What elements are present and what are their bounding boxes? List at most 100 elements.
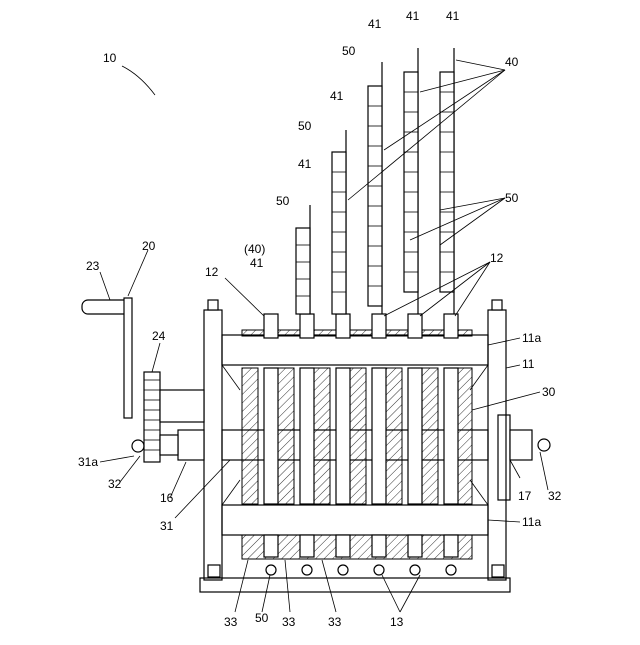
inner-cell-column xyxy=(372,368,386,504)
bracket-12 xyxy=(300,314,314,338)
leader-20 xyxy=(128,250,148,296)
leader-10 xyxy=(122,66,155,95)
bracket-12 xyxy=(444,314,458,338)
label-50-d: 50 xyxy=(505,191,519,205)
crank-handle-23 xyxy=(82,300,130,314)
label-11a-bottom: 11a xyxy=(522,515,541,529)
label-41-e: 41 xyxy=(406,9,420,23)
leader-50b xyxy=(410,198,505,240)
label-50-bottom: 50 xyxy=(255,611,269,625)
bottom-beam xyxy=(222,505,488,535)
label-12-right: 12 xyxy=(490,251,504,265)
top-beam xyxy=(222,335,488,365)
label-23: 23 xyxy=(86,259,100,273)
brace-tr xyxy=(470,365,488,390)
label-11: 11 xyxy=(522,357,535,371)
lower-holder xyxy=(444,535,458,557)
inner-cell-column xyxy=(300,368,314,504)
inner-cell-column xyxy=(336,368,350,504)
bracket-12 xyxy=(408,314,422,338)
crank-arm xyxy=(124,298,132,418)
leader-23 xyxy=(100,272,110,300)
label-13: 13 xyxy=(390,615,404,629)
gear-24 xyxy=(144,372,160,462)
shaft-end-31a xyxy=(160,435,178,455)
leader-11 xyxy=(506,365,520,368)
brace-bl xyxy=(222,480,240,505)
label-40-paren: (40) xyxy=(244,242,265,256)
bottom-rollers-13 xyxy=(266,565,456,575)
label-41-b: 41 xyxy=(298,157,312,171)
leader-24 xyxy=(152,343,160,372)
label-50-b: 50 xyxy=(298,119,312,133)
gear-housing xyxy=(160,390,204,422)
lower-holder xyxy=(264,535,278,557)
plate-33 xyxy=(350,368,366,504)
right-post-cap xyxy=(492,300,502,310)
bolt-32-left xyxy=(132,440,144,452)
label-10: 10 xyxy=(103,51,117,65)
label-33-a: 33 xyxy=(224,615,238,629)
leader-17 xyxy=(510,460,520,478)
leader-11a-b xyxy=(488,520,520,522)
leader-33b xyxy=(285,560,290,612)
label-50-c: 50 xyxy=(342,44,356,58)
cell-stack-50 xyxy=(404,72,418,292)
label-41-d: 41 xyxy=(368,17,382,31)
lower-holder xyxy=(300,535,314,557)
leader-12c xyxy=(455,262,490,316)
inner-cell-column xyxy=(444,368,458,504)
roller-13 xyxy=(410,565,420,575)
right-foot xyxy=(492,565,504,577)
roller-13 xyxy=(338,565,348,575)
label-31a: 31a xyxy=(78,455,98,469)
label-41-f: 41 xyxy=(446,9,460,23)
inner-cell-column xyxy=(408,368,422,504)
label-20: 20 xyxy=(142,239,156,253)
leader-12d xyxy=(384,262,490,316)
plate-33 xyxy=(242,368,258,504)
label-50-a: 50 xyxy=(276,194,290,208)
label-32-right: 32 xyxy=(548,489,562,503)
holders-40 xyxy=(296,48,454,314)
label-33-b: 33 xyxy=(282,615,296,629)
roller-13 xyxy=(302,565,312,575)
bracket-12 xyxy=(336,314,350,338)
roller-13 xyxy=(266,565,276,575)
leader-31a xyxy=(100,456,134,462)
label-24: 24 xyxy=(152,329,166,343)
label-41-a: 41 xyxy=(250,256,264,270)
label-16: 16 xyxy=(160,491,174,505)
leader-50-bottom xyxy=(262,575,270,612)
plate-33 xyxy=(314,368,330,504)
label-41-c: 41 xyxy=(330,89,344,103)
leader-13b xyxy=(400,575,420,612)
label-40: 40 xyxy=(505,55,519,69)
cell-stack-50 xyxy=(332,152,346,314)
lower-holder xyxy=(408,535,422,557)
cell-stack-50 xyxy=(368,86,382,306)
label-31: 31 xyxy=(160,519,174,533)
plate-33 xyxy=(422,368,438,504)
lower-holder xyxy=(336,535,350,557)
bracket-12 xyxy=(264,314,278,338)
base-plate xyxy=(200,578,510,592)
label-11a-top: 11a xyxy=(522,331,541,345)
leader-12 xyxy=(225,278,264,316)
label-30: 30 xyxy=(542,385,556,399)
lower-holder xyxy=(372,535,386,557)
inner-cell-column xyxy=(264,368,278,504)
leader-40a xyxy=(456,60,505,70)
bracket-12 xyxy=(372,314,386,338)
plate-33 xyxy=(386,368,402,504)
leader-11a xyxy=(488,338,520,345)
brace-tl xyxy=(222,365,240,390)
label-32-left: 32 xyxy=(108,477,122,491)
left-post-cap xyxy=(208,300,218,310)
leader-32-right xyxy=(540,452,548,490)
right-block-17 xyxy=(510,430,532,460)
roller-13 xyxy=(374,565,384,575)
left-post xyxy=(204,310,222,580)
